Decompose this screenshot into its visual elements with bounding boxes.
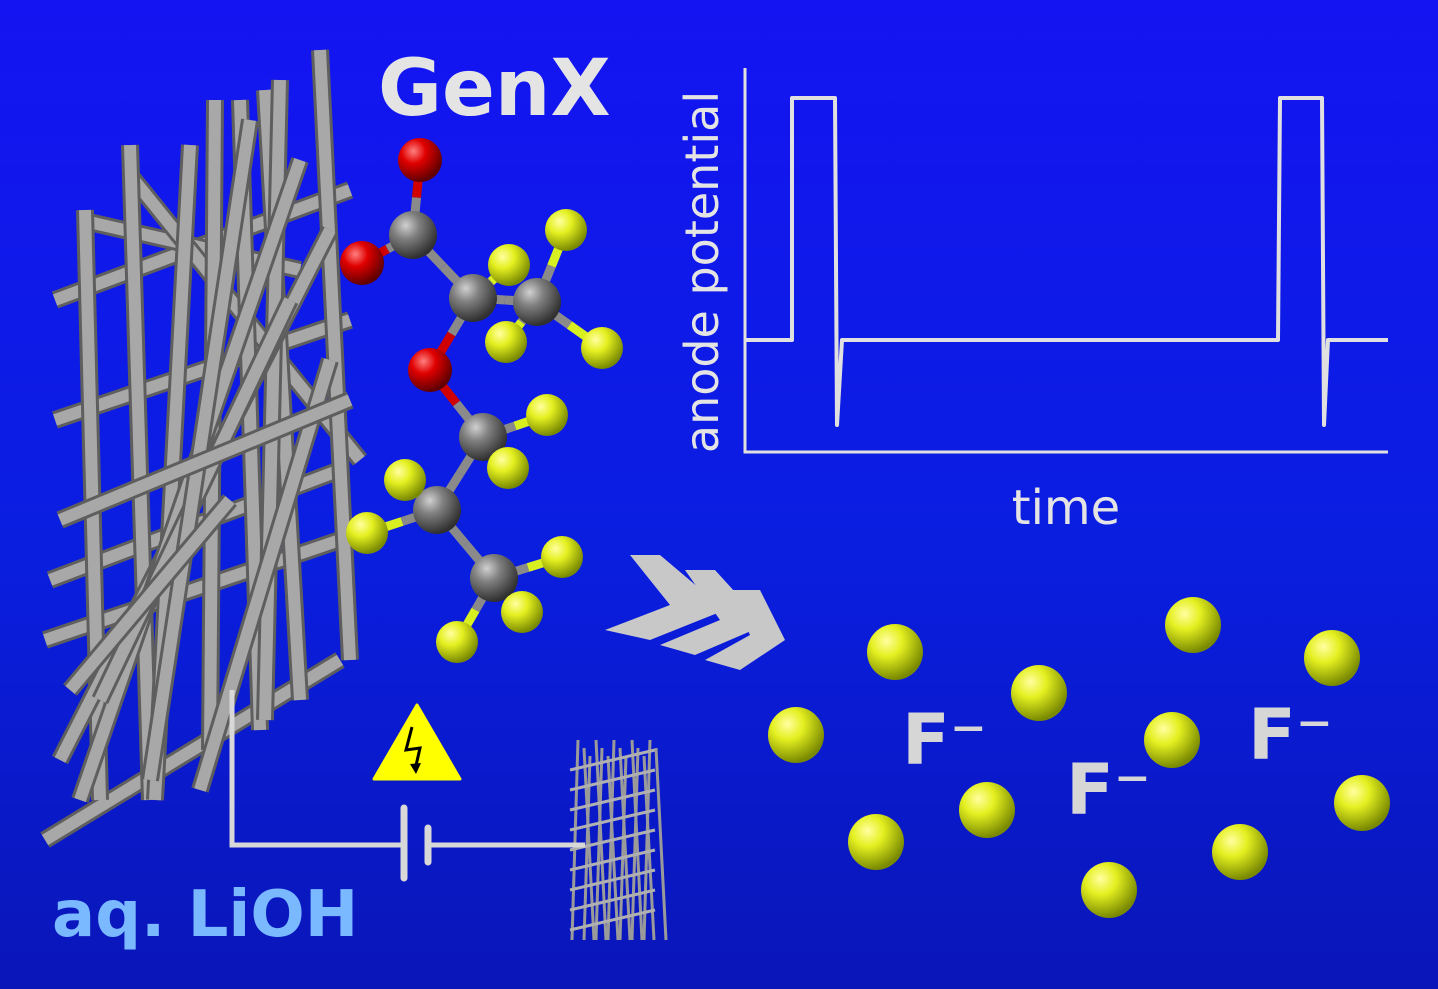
mesh-rod	[53, 314, 352, 426]
fluoride-label: F⁻	[902, 699, 987, 781]
carbon-atom	[459, 413, 507, 461]
mesh-rod	[654, 747, 668, 941]
potential-chart: anode potential time	[675, 68, 1388, 536]
fluorine-atom	[581, 327, 623, 369]
electrode-mesh-small	[569, 739, 668, 941]
oxygen-atom	[408, 348, 452, 392]
potential-waveform	[745, 96, 1388, 427]
fluoride-ion	[768, 707, 824, 763]
carbon-atom	[513, 278, 561, 326]
fluorine-atom	[545, 209, 587, 251]
electrode-mesh-large	[40, 49, 368, 848]
battery-icon	[400, 804, 432, 882]
oxygen-atom	[340, 241, 384, 285]
oxygen-atom	[398, 138, 442, 182]
mesh-rod	[569, 788, 656, 812]
mesh-rod	[569, 888, 656, 912]
mesh-rod	[594, 739, 608, 941]
fluoride-ion	[1144, 712, 1200, 768]
fluoride-ion	[1011, 665, 1067, 721]
mesh-rod	[570, 739, 580, 941]
fluorine-atom	[488, 244, 530, 286]
carbon-atom	[389, 211, 437, 259]
mesh-rod	[194, 358, 336, 792]
electrolyte-label: aq. LiOH	[52, 878, 358, 952]
genx-molecule	[340, 138, 623, 663]
fluoride-ion	[848, 814, 904, 870]
fluoride-ion	[1334, 775, 1390, 831]
fluorine-atom	[526, 394, 568, 436]
chart-ylabel: anode potential	[675, 91, 729, 453]
mesh-rod	[57, 394, 353, 526]
mesh-rod	[569, 768, 656, 792]
mesh-rod	[144, 119, 256, 781]
mesh-rod	[314, 49, 356, 661]
mesh-rod	[569, 748, 656, 772]
fluorine-atom	[541, 536, 583, 578]
chart-xlabel: time	[1012, 480, 1120, 536]
fluorine-atom	[501, 591, 543, 633]
fluorine-atom	[384, 459, 426, 501]
carbon-atom	[413, 486, 461, 534]
fluorine-atom	[485, 321, 527, 363]
mesh-rod	[569, 848, 656, 872]
fluoride-ion	[867, 624, 923, 680]
carbon-atom	[470, 554, 518, 602]
mesh-rod	[569, 808, 656, 832]
mesh-rod	[630, 747, 640, 941]
mesh-rod	[606, 755, 620, 941]
mesh-rod	[618, 755, 628, 941]
mesh-rod	[65, 496, 235, 694]
molecule-title: GenX	[378, 44, 611, 134]
fluoride-ions	[768, 597, 1390, 918]
fluorine-atom	[436, 621, 478, 663]
mesh-rod	[618, 747, 632, 941]
fluorine-atom	[346, 512, 388, 554]
mesh-rod	[124, 144, 156, 801]
fluoride-ion	[1304, 630, 1360, 686]
fluoride-ion	[959, 782, 1015, 838]
fluorine-atom	[487, 447, 529, 489]
mesh-rod	[259, 79, 286, 721]
fluoride-label: F⁻	[1066, 749, 1151, 831]
fluoride-ion	[1212, 824, 1268, 880]
fluoride-ion	[1081, 862, 1137, 918]
triple-chevron-icon	[605, 555, 785, 670]
mesh-rod	[642, 739, 652, 941]
carbon-atom	[449, 274, 497, 322]
mesh-rod	[630, 739, 644, 941]
mesh-rod	[569, 868, 656, 892]
fluoride-label: F⁻	[1248, 694, 1333, 776]
mesh-rod	[569, 908, 656, 932]
fluoride-ion	[1165, 597, 1221, 653]
high-voltage-warning-icon	[372, 703, 462, 781]
circuit-wire	[229, 690, 585, 848]
chart-axes	[743, 68, 1388, 454]
